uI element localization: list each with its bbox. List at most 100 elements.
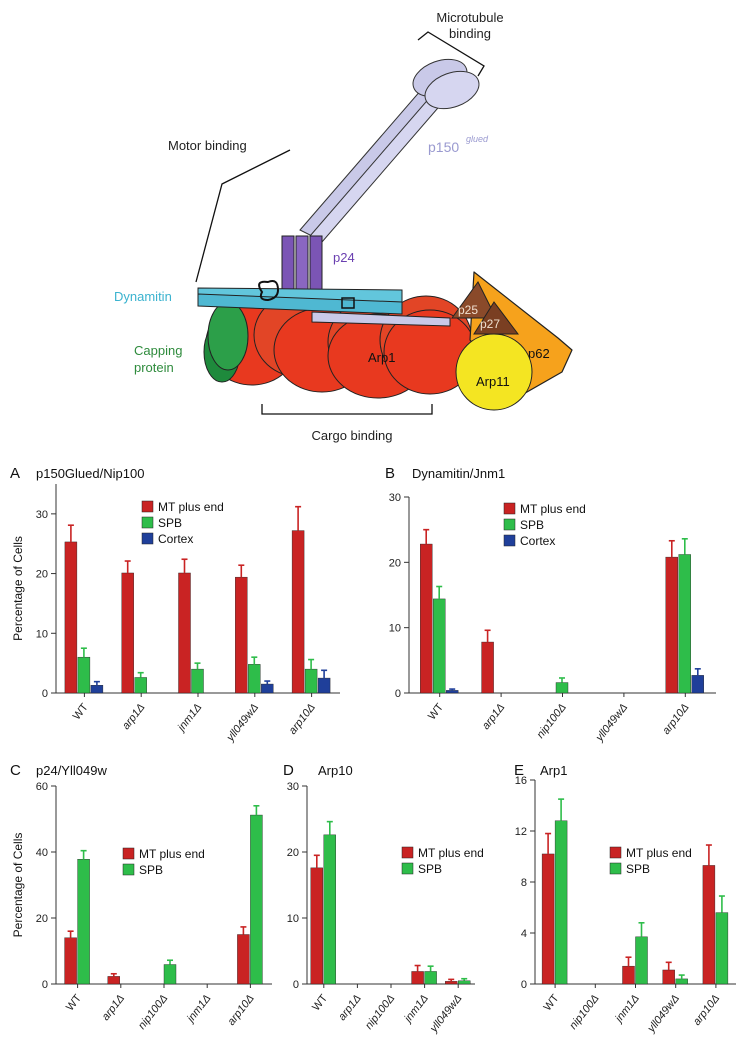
legend-label: SPB [418, 862, 442, 876]
legend-label: SPB [626, 862, 650, 876]
cargo-binding-bracket [261, 404, 433, 415]
legend-label: MT plus end [418, 846, 484, 860]
legend-label: MT plus end [520, 502, 586, 516]
x-tick-label: arp10Δ [691, 992, 722, 1027]
y-tick-label: 40 [36, 847, 48, 859]
bar [691, 675, 704, 694]
bar [702, 865, 716, 985]
bar [291, 530, 305, 694]
x-tick-label: yll049wΔ [224, 701, 261, 744]
y-tick-label: 20 [287, 847, 299, 859]
y-tick-label: 0 [42, 688, 48, 700]
x-tick-label: yll049wΔ [427, 992, 464, 1035]
legend-label: SPB [139, 863, 163, 877]
x-tick-label: nip100Δ [136, 992, 170, 1031]
panel-title: p150Glued/Nip100 [36, 466, 144, 481]
arp1-diagram-label: Arp1 [368, 350, 395, 365]
bar [665, 556, 678, 694]
y-tick-label: 12 [515, 826, 527, 838]
bar [250, 814, 263, 985]
bar [163, 964, 177, 985]
legend-label: Cortex [520, 534, 555, 548]
legend-label: MT plus end [626, 846, 692, 860]
x-tick-label: nip100Δ [535, 701, 569, 740]
bar [554, 820, 568, 985]
x-tick-label: yll049wΔ [593, 701, 630, 744]
p27-label: p27 [480, 317, 500, 331]
bar [235, 576, 248, 694]
x-tick-label: arp1Δ [100, 992, 128, 1023]
y-tick-label: 10 [389, 623, 401, 635]
bar [317, 677, 331, 694]
x-tick-label: jnm1Δ [174, 701, 204, 735]
legend-swatch [609, 846, 622, 859]
bar [248, 664, 261, 694]
bar [90, 685, 104, 694]
legend-swatch [503, 518, 516, 531]
bar [304, 668, 318, 694]
bar [77, 656, 91, 694]
bar [458, 980, 471, 985]
cargo-binding-label: Cargo binding [312, 428, 393, 443]
x-tick-label: yll049wΔ [645, 992, 682, 1035]
y-tick-label: 30 [36, 509, 48, 521]
microtubule-binding-label-line2: binding [449, 26, 491, 41]
legend-swatch [401, 862, 414, 875]
bar [662, 969, 675, 985]
x-tick-label: WT [310, 992, 330, 1013]
legend-swatch [503, 502, 516, 515]
panel-letter: A [10, 465, 20, 482]
p150-superscript: glued [466, 134, 489, 144]
legend-label: MT plus end [158, 500, 224, 514]
bar [134, 677, 147, 694]
x-tick-label: WT [71, 701, 91, 722]
bar [191, 668, 204, 694]
p24-label: p24 [333, 250, 355, 265]
bar [411, 971, 424, 985]
bar [420, 543, 433, 694]
x-tick-label: arp1Δ [336, 992, 364, 1023]
bar [178, 572, 191, 694]
bar [261, 683, 274, 694]
x-tick-label: WT [426, 701, 446, 722]
bar [237, 934, 250, 985]
bar [121, 572, 134, 694]
y-axis-label: Percentage of Cells [11, 833, 25, 938]
x-tick-label: nip100Δ [567, 992, 601, 1031]
x-tick-label: jnm1Δ [401, 992, 431, 1026]
panel-title: Arp1 [540, 763, 567, 778]
legend-swatch [141, 516, 154, 529]
x-tick-label: WT [64, 992, 84, 1013]
y-tick-label: 0 [42, 979, 48, 991]
y-tick-label: 10 [287, 913, 299, 925]
motor-binding-line [195, 149, 291, 283]
legend-label: MT plus end [139, 847, 205, 861]
bar [715, 912, 729, 985]
y-tick-label: 4 [521, 928, 527, 940]
y-tick-label: 8 [521, 877, 527, 889]
legend-swatch [122, 863, 135, 876]
microtubule-binding-label-line1: Microtubule [436, 10, 503, 25]
y-tick-label: 20 [36, 569, 48, 581]
dynamitin-subunit [197, 280, 451, 327]
bar [107, 976, 121, 985]
p62-label: p62 [528, 346, 550, 361]
y-tick-label: 20 [389, 557, 401, 569]
bar [555, 682, 569, 694]
panel-title: Dynamitin/Jnm1 [412, 466, 505, 481]
arp11-label: Arp11 [476, 374, 510, 389]
x-tick-label: jnm1Δ [184, 992, 214, 1026]
x-tick-label: jnm1Δ [612, 992, 642, 1026]
y-tick-label: 0 [293, 979, 299, 991]
bar [481, 641, 494, 694]
x-tick-label: WT [541, 992, 561, 1013]
bar [678, 554, 691, 694]
legend-swatch [141, 532, 154, 545]
bar [424, 971, 437, 985]
x-tick-label: arp1Δ [120, 701, 148, 732]
p25-label: p25 [458, 303, 478, 317]
p25-subunit [451, 281, 497, 319]
